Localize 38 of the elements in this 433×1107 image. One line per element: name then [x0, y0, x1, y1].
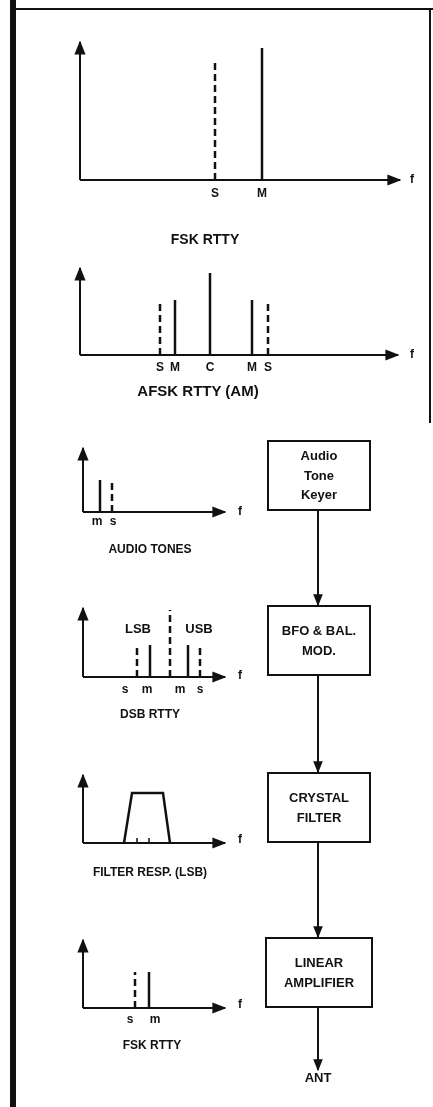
tone-label: m	[91, 515, 103, 529]
axis-label: f	[410, 173, 414, 187]
axis-label: f	[410, 348, 414, 362]
tone-label: m	[174, 683, 186, 697]
process-box: LINEAR AMPLIFIER	[265, 937, 373, 1008]
tone-label: M	[247, 361, 257, 375]
plot-caption: AUDIO TONES	[108, 543, 192, 557]
arrow	[313, 510, 323, 607]
plot-caption: AFSK RTTY (AM)	[137, 382, 259, 400]
axis-label: f	[238, 505, 242, 519]
arrow	[313, 675, 323, 774]
plot-caption: FSK RTTY	[170, 232, 240, 248]
tone-label: M	[257, 187, 267, 201]
process-box: BFO & BAL. MOD.	[267, 605, 371, 676]
tone-label: S	[264, 361, 272, 375]
tone-label: s	[121, 683, 129, 697]
process-box: Audio Tone Keyer	[267, 440, 371, 511]
tone-label: C	[205, 361, 215, 375]
tone-label: m	[141, 683, 153, 697]
tone-label: M	[170, 361, 180, 375]
axis-label: f	[238, 833, 242, 847]
plot-caption: FILTER RESP. (LSB)	[91, 866, 209, 880]
axis-label: f	[238, 998, 242, 1012]
plot-caption: DSB RTTY	[120, 708, 180, 722]
tone-label: S	[156, 361, 164, 375]
tone-label: s	[126, 1013, 134, 1027]
process-box: CRYSTAL FILTER	[267, 772, 371, 843]
axis-label: f	[238, 669, 242, 683]
tone-label: S	[211, 187, 219, 201]
sideband-label: USB	[185, 621, 213, 637]
arrow	[313, 1007, 323, 1072]
sideband-label: LSB	[125, 621, 151, 637]
tone-label: s	[109, 515, 117, 529]
tone-label: m	[149, 1013, 161, 1027]
plot-caption: FSK RTTY	[122, 1039, 182, 1053]
output-label: ANT	[298, 1070, 338, 1088]
tone-label: s	[196, 683, 204, 697]
arrow	[313, 842, 323, 939]
